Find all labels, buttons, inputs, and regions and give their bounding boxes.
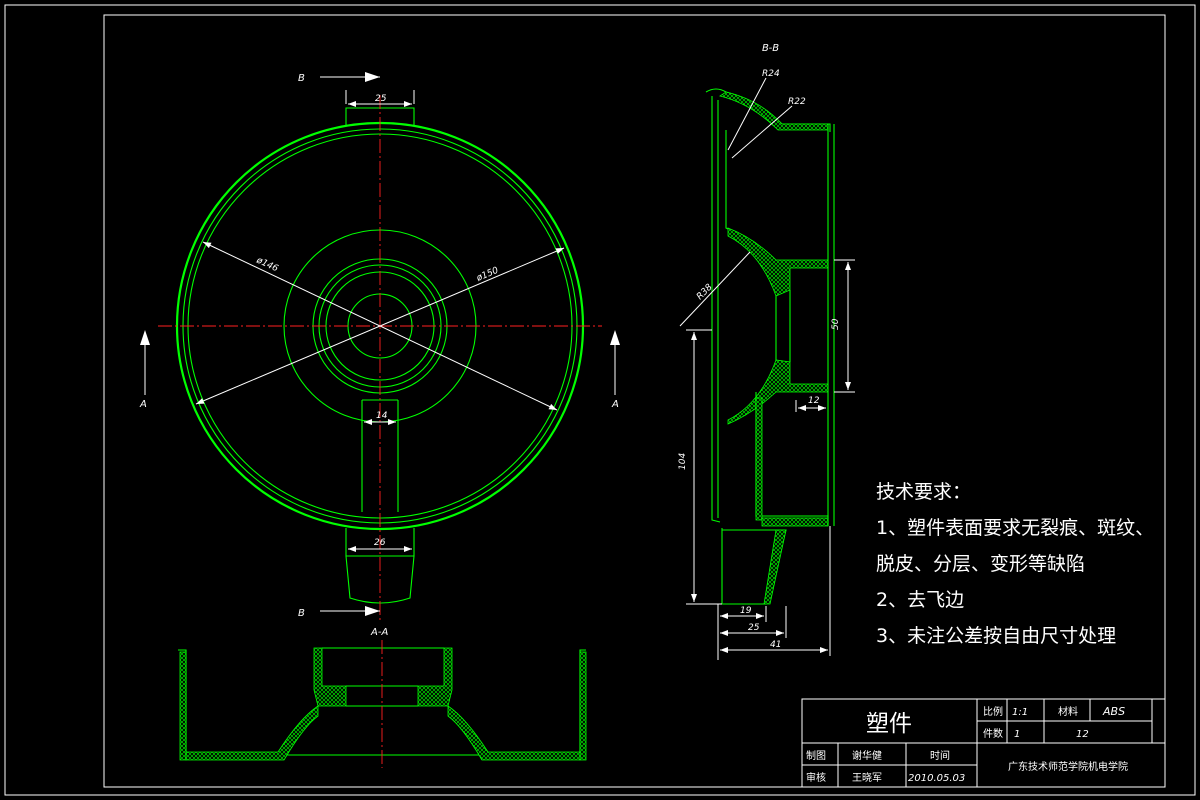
dim-50: 50 <box>831 318 841 330</box>
label-a-a: A-A <box>370 627 388 638</box>
material-label: 材料 <box>1058 705 1078 718</box>
part-name: 塑件 <box>866 711 912 737</box>
technical-requirements: 技术要求： 1、塑件表面要求无裂痕、斑纹、 脱皮、分层、变形等缺陷 2、去飞边 … <box>876 481 1154 647</box>
dim-19: 19 <box>740 606 752 616</box>
marker-b-top: B <box>298 73 305 84</box>
dim-dia-150: ø150 <box>474 266 500 285</box>
date: 2010.05.03 <box>908 773 965 784</box>
time-label: 时间 <box>930 749 950 762</box>
count-value: 1 <box>1014 729 1020 740</box>
outer-frame <box>4 4 1196 796</box>
scale-value: 1:1 <box>1012 707 1028 718</box>
drawn-name: 谢华健 <box>852 749 882 762</box>
material-value: ABS <box>1102 705 1125 718</box>
notes-heading: 技术要求： <box>876 481 971 503</box>
note-line-2: 脱皮、分层、变形等缺陷 <box>876 553 1085 575</box>
dim-12: 12 <box>808 396 820 406</box>
note-line-1: 1、塑件表面要求无裂痕、斑纹、 <box>876 517 1154 539</box>
label-b-b: B-B <box>762 43 779 54</box>
marker-a-right: A <box>611 399 619 410</box>
drawn-label: 制图 <box>806 749 826 762</box>
dim-41: 41 <box>770 640 781 650</box>
front-view: 25 ø146 ø150 14 26 B B A-A A A <box>139 72 620 638</box>
scale-label: 比例 <box>983 705 1003 718</box>
dim-handle-width: 26 <box>374 538 386 548</box>
sheet-value: 12 <box>1076 729 1089 740</box>
note-line-4: 3、未注公差按自由尺寸处理 <box>876 625 1116 647</box>
inner-frame <box>103 14 1166 788</box>
section-aa-view <box>178 640 587 768</box>
check-name: 王晓军 <box>852 772 882 784</box>
dim-104: 104 <box>678 453 688 470</box>
dim-25: 25 <box>748 623 760 633</box>
dim-r22: R22 <box>788 97 806 107</box>
school-name: 广东技术师范学院机电学院 <box>1008 760 1128 773</box>
marker-b-bottom: B <box>298 608 305 619</box>
dim-top-width: 25 <box>375 94 387 104</box>
title-block: 塑件 比例 1:1 材料 ABS 件数 1 12 制图 谢华健 时间 审核 王晓… <box>801 698 1166 788</box>
section-bb-view: B-B R24 R22 R38 50 12 104 <box>678 43 855 660</box>
note-line-3: 2、去飞边 <box>876 589 964 611</box>
count-label: 件数 <box>983 727 1003 740</box>
dim-r24: R24 <box>762 69 780 79</box>
dim-rib-width: 14 <box>376 411 388 421</box>
dim-dia-146: ø146 <box>254 255 280 274</box>
check-label: 审核 <box>806 771 826 784</box>
marker-a-left: A <box>139 399 147 410</box>
